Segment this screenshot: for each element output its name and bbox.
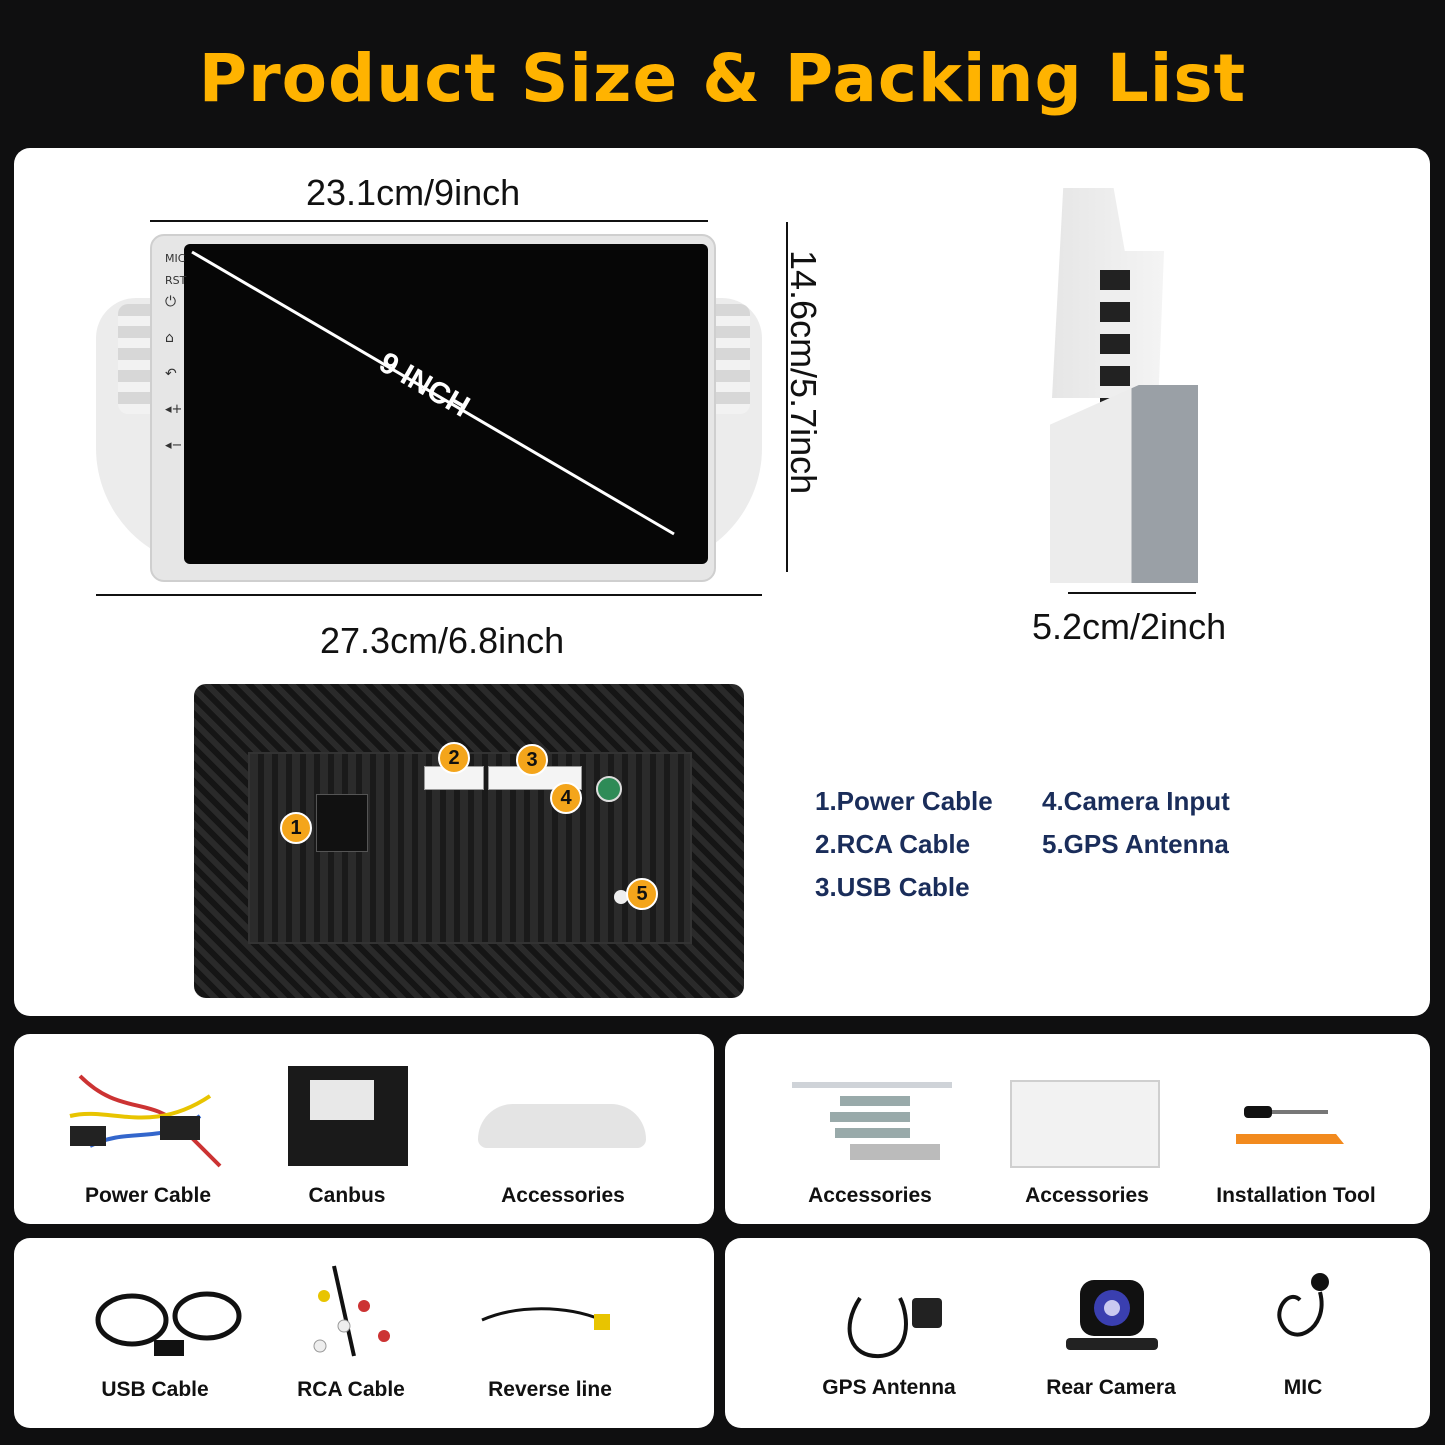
item-rear-camera: Rear Camera <box>1046 1376 1176 1399</box>
usb-cable-image <box>95 1291 242 1356</box>
item-rca-cable: RCA Cable <box>297 1378 405 1401</box>
item-mic: MIC <box>1283 1376 1323 1399</box>
rca-cable-image <box>313 1265 390 1357</box>
side-view-body <box>1050 385 1198 583</box>
back-icon: ↶ <box>165 366 177 382</box>
diagonal-line <box>191 250 675 536</box>
page-title: Product Size & Packing List <box>198 40 1247 117</box>
frame-width-label: 27.3cm/6.8inch <box>320 620 565 661</box>
accessories-trim-image <box>478 1104 646 1148</box>
rst-label: RST <box>165 274 187 287</box>
item-accessories-2: Accessories <box>808 1184 932 1207</box>
height-label: 14.6cm/5.7inch <box>783 250 824 495</box>
height-line <box>786 222 788 572</box>
item-usb-cable: USB Cable <box>101 1378 209 1401</box>
item-power-cable: Power Cable <box>84 1184 212 1207</box>
legend-rca-cable: 2.RCA Cable <box>815 829 971 859</box>
badge-4: 4 <box>550 782 582 814</box>
legend-gps-antenna: 5.GPS Antenna <box>1042 829 1229 859</box>
screen-width-label: 23.1cm/9inch <box>306 172 521 213</box>
depth-line <box>1068 592 1196 594</box>
item-accessories-1: Accessories <box>501 1184 625 1207</box>
gps-antenna-image <box>847 1296 942 1359</box>
power-cable-image <box>69 1074 222 1168</box>
item-installation-tool: Installation Tool <box>1216 1184 1376 1207</box>
depth-label: 5.2cm/2inch <box>1032 606 1227 647</box>
volume-up-icon: ◂+ <box>165 402 183 417</box>
packing-panel-4 <box>725 1238 1430 1428</box>
canbus-image <box>288 1066 408 1166</box>
gps-port <box>614 890 628 904</box>
mic-label: MIC <box>165 252 186 265</box>
item-canbus: Canbus <box>308 1184 386 1207</box>
power-icon: ⏻ <box>165 294 177 310</box>
power-connector <box>316 794 368 852</box>
mic-image <box>1277 1273 1329 1337</box>
rear-camera-image <box>1066 1280 1158 1350</box>
item-accessories-3: Accessories <box>1025 1184 1149 1207</box>
badge-5: 5 <box>626 878 658 910</box>
item-reverse-line: Reverse line <box>488 1378 612 1401</box>
accessories-bracket-image <box>1010 1080 1160 1168</box>
packing-panel-3 <box>14 1238 714 1428</box>
item-gps-antenna: GPS Antenna <box>822 1376 956 1399</box>
legend-camera-input: 4.Camera Input <box>1042 786 1230 816</box>
volume-down-icon: ◂− <box>165 438 183 453</box>
screen-width-line <box>150 220 708 222</box>
legend-usb-cable: 3.USB Cable <box>815 872 970 902</box>
reverse-line-image <box>481 1307 610 1330</box>
ant-port <box>596 776 622 802</box>
home-icon: ⌂ <box>165 330 174 346</box>
frame-width-line <box>96 594 762 596</box>
side-view-slots <box>1100 270 1130 410</box>
badge-1: 1 <box>280 812 312 844</box>
badge-3: 3 <box>516 744 548 776</box>
installation-tool-image <box>1236 1106 1344 1144</box>
badge-2: 2 <box>438 742 470 774</box>
legend-power-cable: 1.Power Cable <box>815 786 993 816</box>
accessories-hardware-image <box>792 1082 952 1160</box>
